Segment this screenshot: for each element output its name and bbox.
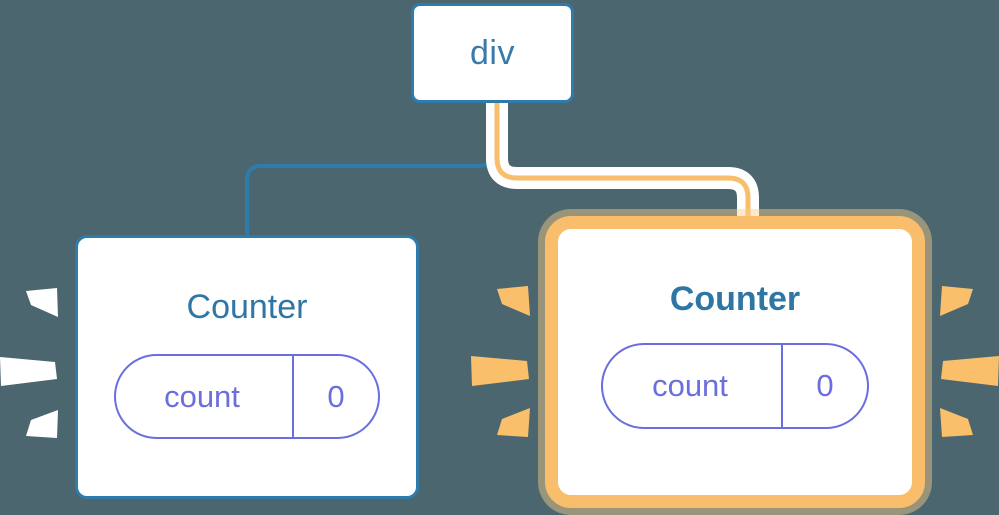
sparkle-ray-icon xyxy=(0,357,57,386)
sparkle-group-right-orange xyxy=(940,286,999,437)
node-counter-left[interactable]: Counter count 0 xyxy=(75,235,419,499)
state-key-label: count xyxy=(603,345,783,427)
sparkle-ray-icon xyxy=(497,408,530,437)
sparkle-ray-icon xyxy=(471,356,529,386)
sparkle-ray-icon xyxy=(26,410,58,438)
sparkle-ray-icon xyxy=(497,286,530,316)
sparkle-group-left-white xyxy=(0,288,58,438)
node-div[interactable]: div xyxy=(411,3,574,103)
state-value-label: 0 xyxy=(816,368,834,403)
node-div-label: div xyxy=(470,34,515,72)
sparkle-ray-icon xyxy=(941,356,999,386)
state-pill-left: count 0 xyxy=(114,354,380,439)
edge-root-to-right-counter xyxy=(494,103,751,240)
state-value-label: 0 xyxy=(327,378,345,414)
sparkle-ray-icon xyxy=(940,286,973,316)
node-counter-right-title: Counter xyxy=(669,280,801,318)
state-pill-right: count 0 xyxy=(601,343,869,429)
node-counter-left-title: Counter xyxy=(186,288,308,326)
node-counter-right[interactable]: Counter count 0 xyxy=(545,216,925,508)
sparkle-ray-icon xyxy=(940,408,973,437)
sparkle-ray-icon xyxy=(26,288,58,317)
state-key-label: count xyxy=(116,356,294,437)
sparkle-group-middle-orange xyxy=(471,286,530,437)
